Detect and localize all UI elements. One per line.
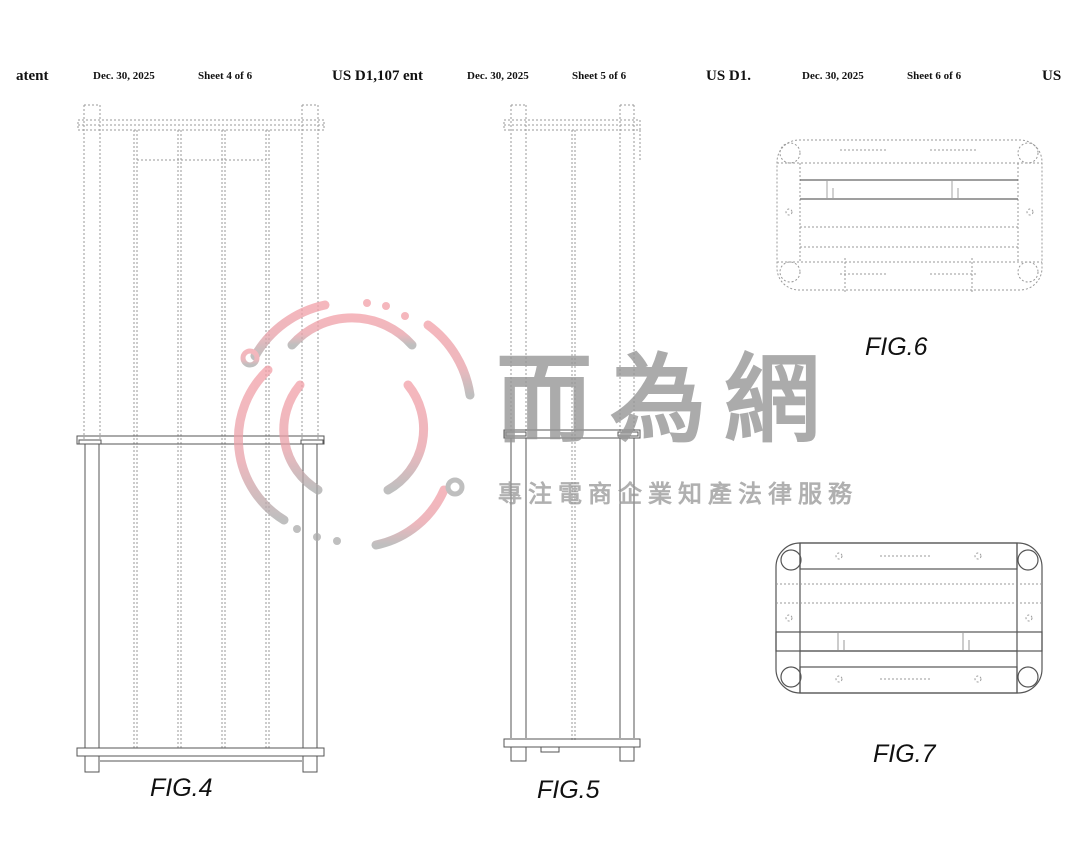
sheet6-patent-number: US (1042, 68, 1062, 84)
watermark-subtitle: 專注電商企業知產法律服務 (498, 480, 858, 508)
sheet4-date: Dec. 30, 2025 (93, 70, 155, 82)
sheet5-header-prefix: ent (403, 68, 423, 84)
fig7-solid (775, 542, 1043, 694)
fig4-drawing (77, 104, 325, 748)
fig7-dashed (776, 552, 1042, 683)
sheet4-header-prefix: atent (16, 68, 49, 84)
sheet4-sheet-number: Sheet 4 of 6 (198, 70, 253, 82)
fig5-label: FIG.5 (537, 776, 600, 804)
fig5-solid (503, 429, 641, 762)
sheet6-date: Dec. 30, 2025 (802, 70, 864, 82)
fig4-label: FIG.4 (150, 774, 213, 802)
fig6-drawing (776, 139, 1043, 292)
fig7-label: FIG.7 (873, 740, 936, 768)
fig4-solid (76, 435, 325, 773)
fig6-solid (800, 179, 1018, 200)
fig5-drawing (503, 104, 641, 740)
sheet5-date: Dec. 30, 2025 (467, 70, 529, 82)
watermark-logo-icon (233, 299, 475, 550)
sheet5-patent-number: US D1. (706, 68, 752, 84)
sheet6-sheet-number: Sheet 6 of 6 (907, 70, 962, 82)
watermark-title: 而為網 (496, 344, 838, 456)
sheet5-sheet-number: Sheet 5 of 6 (572, 70, 627, 82)
fig6-label: FIG.6 (865, 333, 928, 361)
sheet4-patent-number: US D1,107 (332, 68, 400, 84)
